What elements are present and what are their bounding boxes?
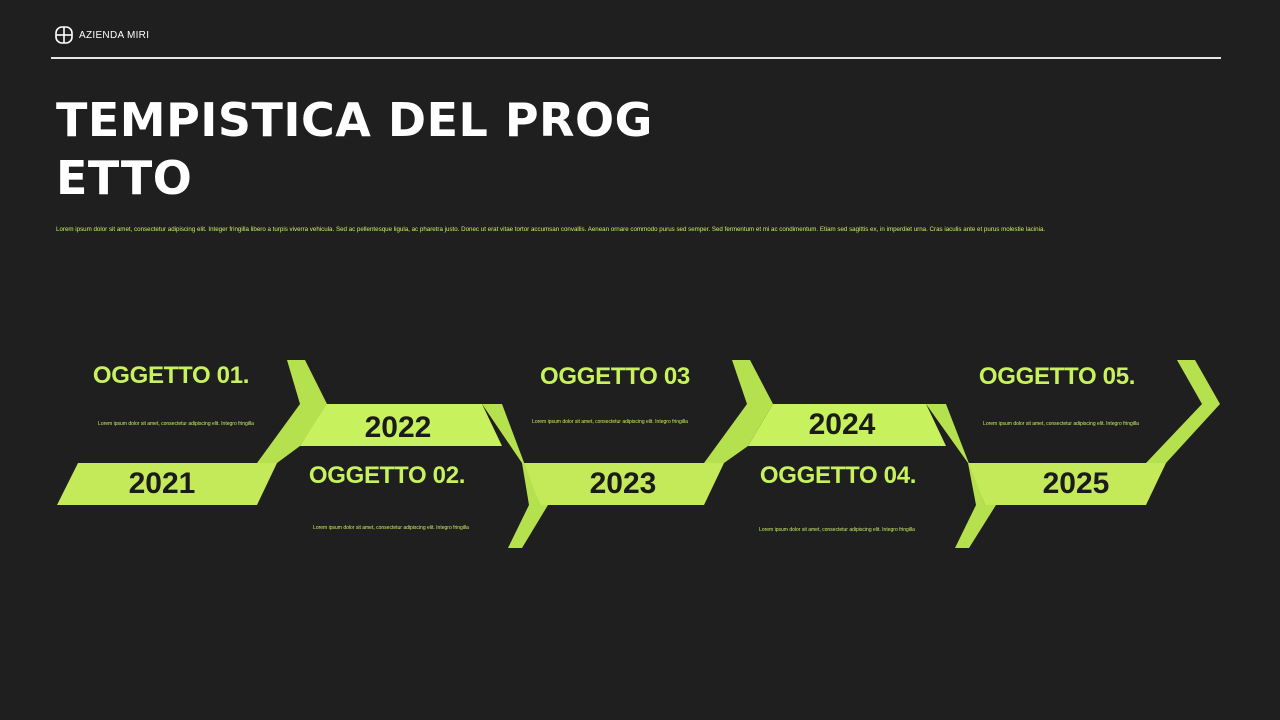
brand-name: AZIENDA MIRI xyxy=(79,29,150,41)
ribbon-segment-2025 xyxy=(968,463,1166,505)
ribbon-segment-2022 xyxy=(300,404,502,446)
chevron-connector-4 xyxy=(926,404,996,548)
milestone-title: OGGETTO 02. xyxy=(308,462,466,489)
year-label: 2024 xyxy=(808,408,876,441)
header-divider xyxy=(51,57,1221,59)
year-label: 2021 xyxy=(128,467,196,500)
grid-logo-icon xyxy=(55,26,73,44)
milestone-title: OGGETTO 03 xyxy=(540,363,690,390)
brand: AZIENDA MIRI xyxy=(55,26,149,44)
ribbon-segment-2021 xyxy=(57,463,277,505)
chevron-connector-1 xyxy=(257,360,327,463)
chevron-end xyxy=(1146,360,1220,463)
year-label: 2023 xyxy=(589,467,657,500)
year-label: 2025 xyxy=(1042,467,1110,500)
ribbon-segment-2023 xyxy=(522,463,724,505)
milestone-title: OGGETTO 05. xyxy=(978,363,1136,390)
page-title: TEMPISTICA DEL PROGETTO xyxy=(56,93,653,205)
milestone-title: OGGETTO 01. xyxy=(92,362,250,389)
chevron-connector-3 xyxy=(704,360,773,463)
chevron-connector-2 xyxy=(482,404,548,548)
milestone-desc: Lorem ipsum dolor sit amet, consectetur … xyxy=(98,421,254,427)
milestone-desc: Lorem ipsum dolor sit amet, consectetur … xyxy=(532,419,688,425)
year-label: 2022 xyxy=(364,411,432,444)
milestone-title: OGGETTO 04. xyxy=(759,462,917,489)
ribbon-segment-2024 xyxy=(748,404,946,446)
milestone-desc: Lorem ipsum dolor sit amet, consectetur … xyxy=(313,525,469,531)
milestone-desc: Lorem ipsum dolor sit amet, consectetur … xyxy=(759,527,915,533)
intro-text: Lorem ipsum dolor sit amet, consectetur … xyxy=(56,226,1046,233)
milestone-desc: Lorem ipsum dolor sit amet, consectetur … xyxy=(983,421,1139,427)
